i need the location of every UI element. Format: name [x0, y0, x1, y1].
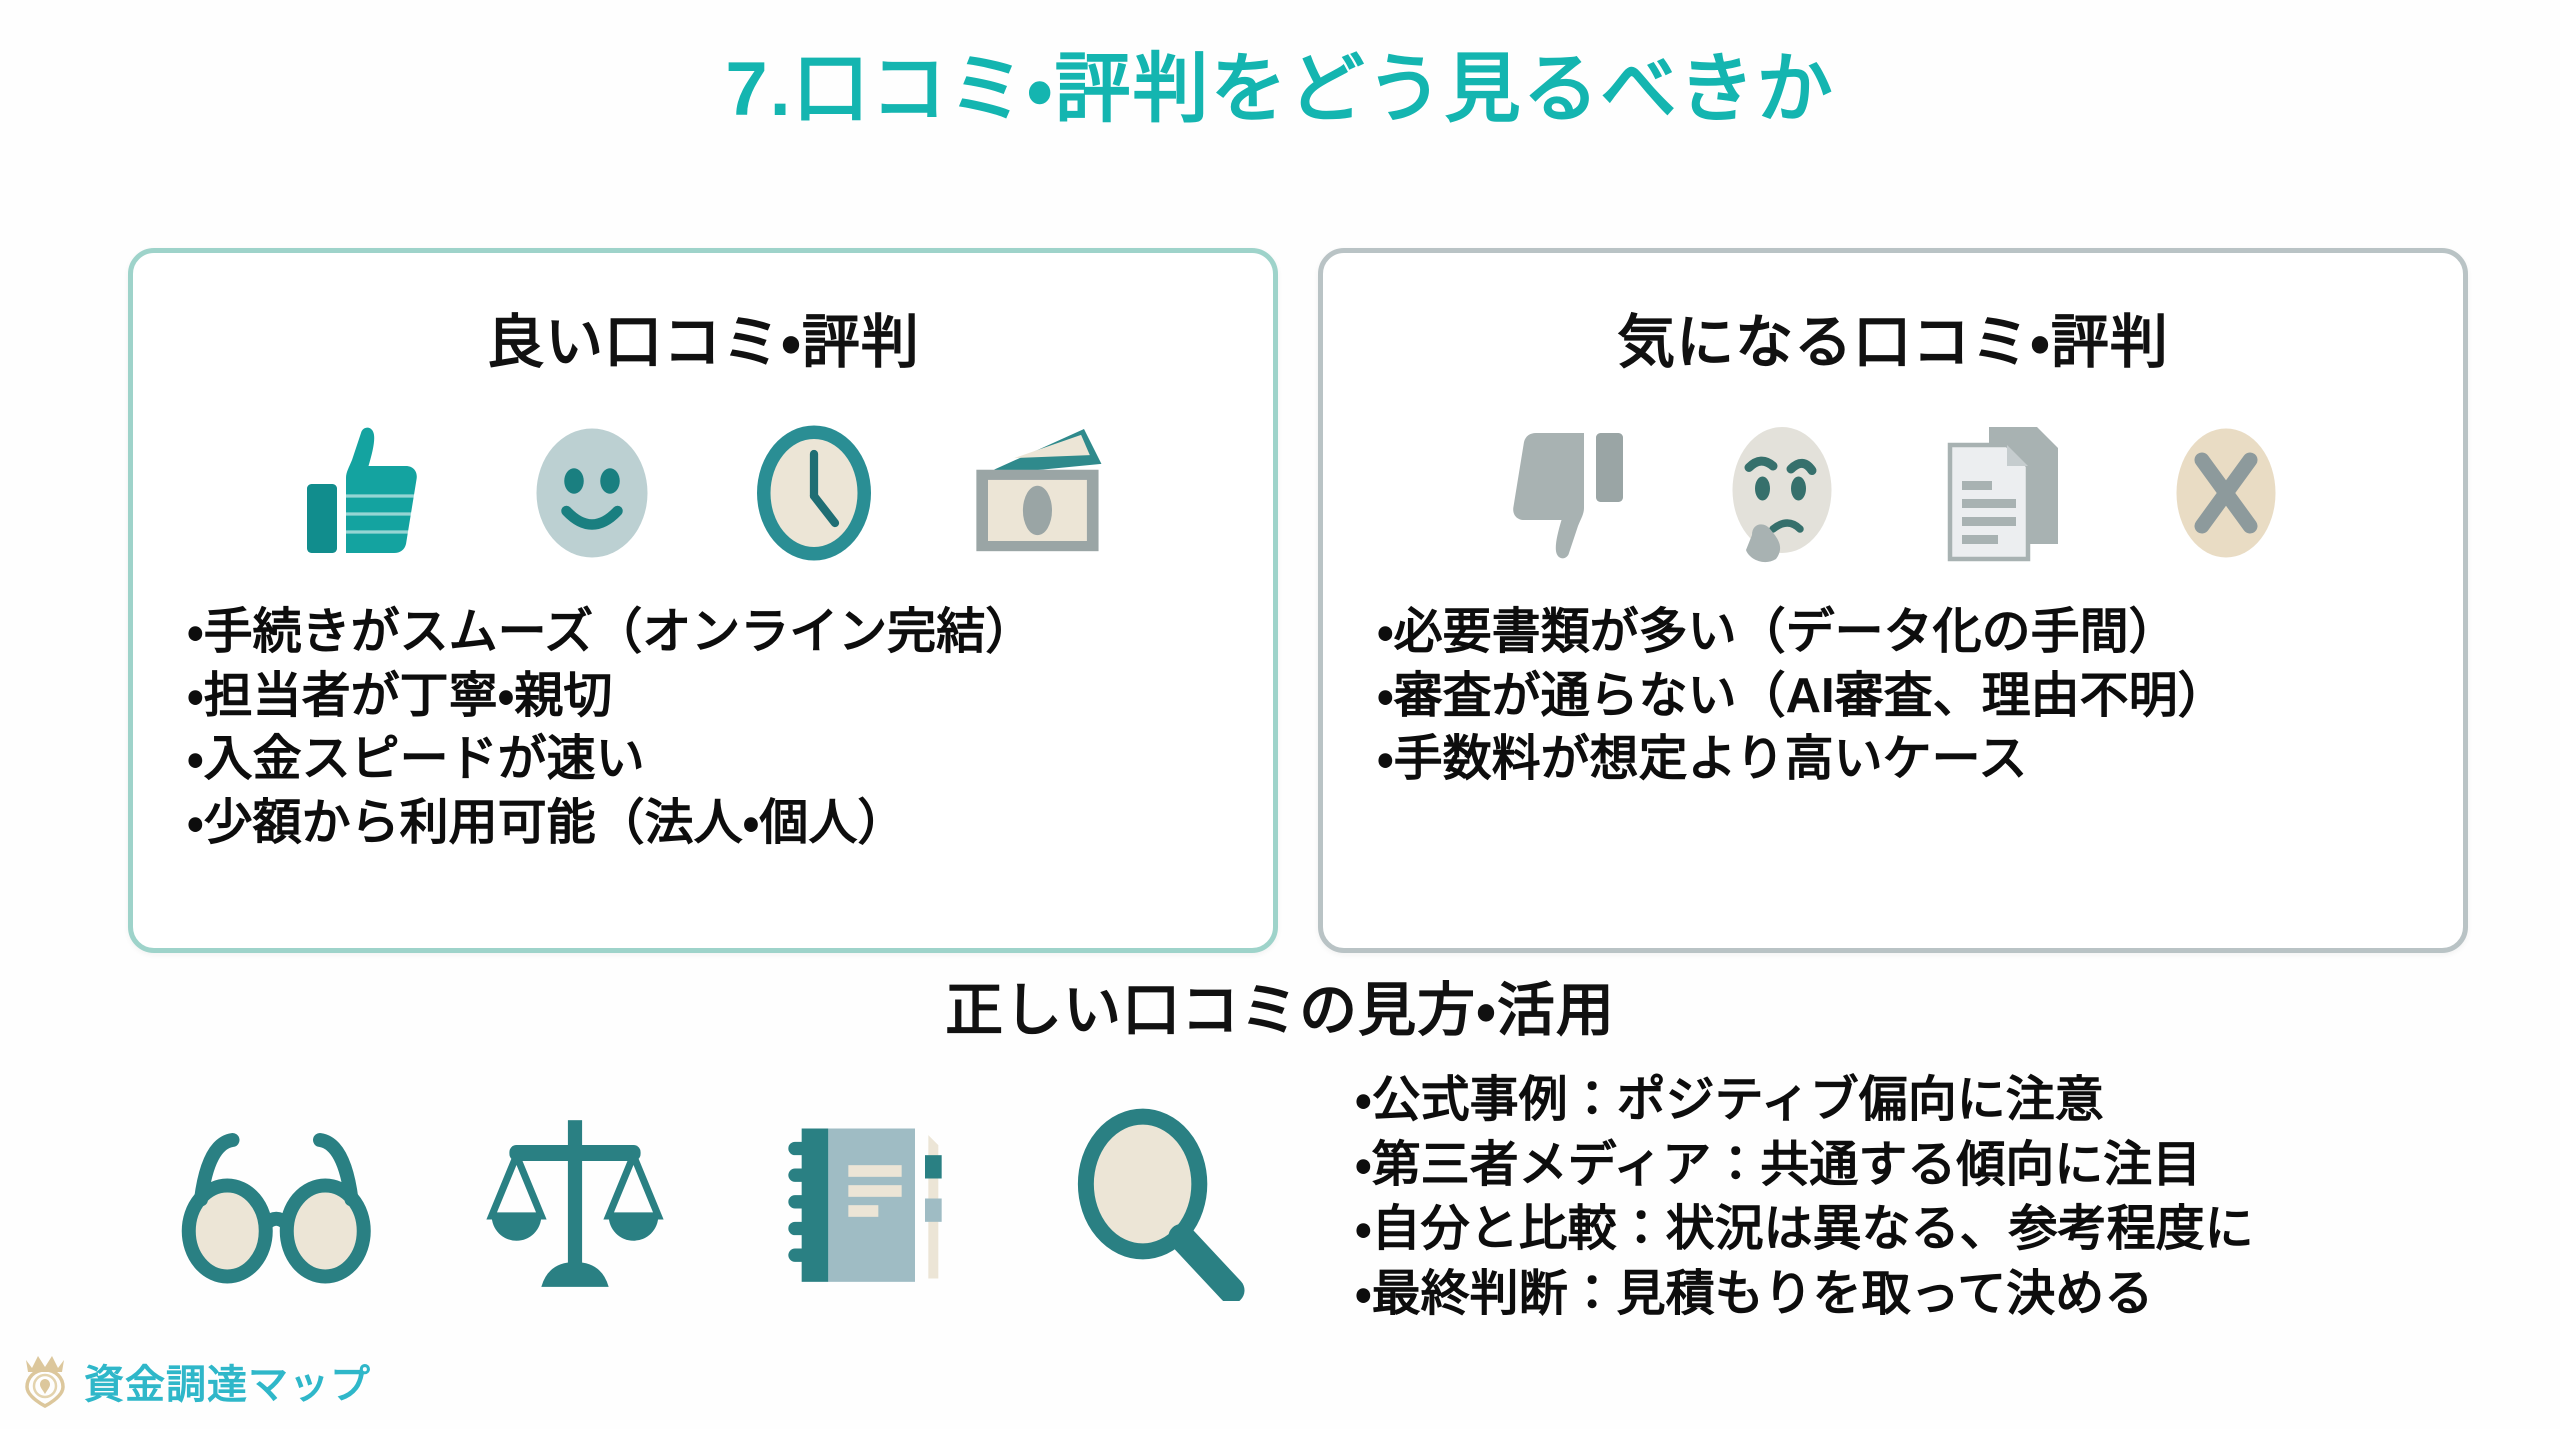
list-item: ・公式事例：ポジティブ偏向に注意 [1355, 1073, 2104, 1127]
brand-logo-text: 資金調達マップ [84, 1362, 371, 1407]
notebook-pen-icon [750, 1098, 980, 1308]
list-item: ・審査が通らない（AI審査、理由不明） [1377, 668, 2227, 723]
bad-card-icon-row [1323, 413, 2463, 573]
thinking-face-icon [1697, 413, 1867, 573]
list-item: ・最終判断：見積もりを取って決める [1355, 1267, 2154, 1322]
list-item: ・必要書類が多い（データ化の手間） [1377, 605, 2178, 659]
documents-icon [1919, 413, 2089, 573]
thumbs-down-icon [1475, 413, 1645, 573]
list-item: ・第三者メディア：共通する傾向に注目 [1355, 1137, 2202, 1192]
good-card-icon-row [133, 413, 1273, 573]
glasses-icon [170, 1098, 400, 1308]
bad-card-title: 気になる口コミ・評判 [1617, 310, 2169, 375]
balance-scale-icon [460, 1098, 690, 1308]
bottom-section-title: 正しい口コミの見方・活用 [945, 978, 1615, 1043]
page-title: 7.口コミ・評判をどう見るべきか [725, 47, 1835, 132]
thumbs-up-icon [285, 413, 455, 573]
good-card-bullet-list: ・手続きがスムーズ（オンライン完結） ・担当者が丁寧・親切 ・入金スピードが速い… [133, 601, 1273, 856]
good-reviews-card: 良い口コミ・評判 [128, 248, 1278, 953]
smiley-face-icon [507, 413, 677, 573]
concerning-reviews-card: 気になる口コミ・評判 [1318, 248, 2468, 953]
clock-icon [729, 413, 899, 573]
magnifier-icon [1040, 1098, 1270, 1308]
cross-mark-icon [2141, 413, 2311, 573]
bottom-section-bullet-list: ・公式事例：ポジティブ偏向に注意 ・第三者メディア：共通する傾向に注目 ・自分と… [1355, 1068, 2254, 1327]
list-item: ・担当者が丁寧・親切 [187, 668, 613, 723]
brand-logo[interactable]: 資金調達マップ [18, 1348, 371, 1413]
list-item: ・手数料が想定より高いケース [1377, 732, 2028, 787]
list-item: ・少額から利用可能（法人・個人） [187, 796, 907, 851]
bad-card-bullet-list: ・必要書類が多い（データ化の手間） ・審査が通らない（AI審査、理由不明） ・手… [1323, 601, 2463, 792]
list-item: ・手続きがスムーズ（オンライン完結） [187, 605, 1035, 659]
banknote-icon [951, 413, 1121, 573]
good-card-title: 良い口コミ・評判 [486, 310, 920, 375]
list-item: ・自分と比較：状況は異なる、参考程度に [1355, 1202, 2254, 1257]
list-item: ・入金スピードが速い [187, 732, 645, 787]
bottom-section-icon-row [140, 1098, 1300, 1308]
map-pin-crown-icon [18, 1348, 72, 1413]
